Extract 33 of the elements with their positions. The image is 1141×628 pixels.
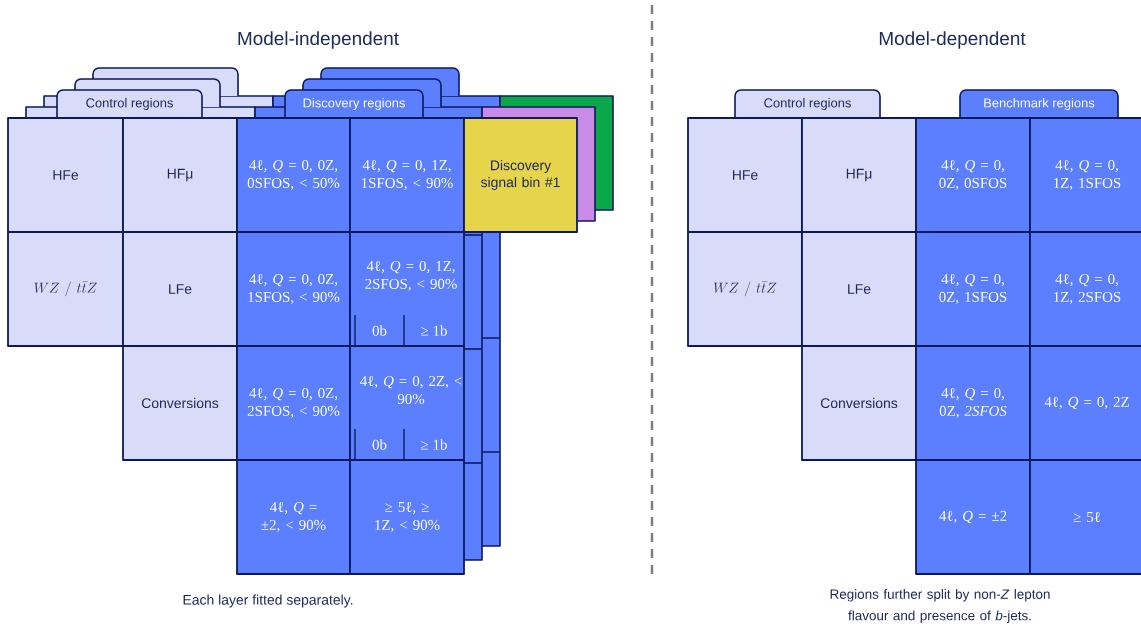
region-cell: 4ℓ, Q = 0, 2Z <box>1029 345 1141 461</box>
sub-cell: 0b <box>354 314 387 347</box>
region-tab: Control regions <box>734 89 881 119</box>
region-cell: 4ℓ, Q = 0, 1Z, 2SFOS <box>1029 231 1141 347</box>
node-label: 4ℓ, Q = 0, 2Z <box>1044 396 1129 410</box>
node-label: ≥ 5ℓ <box>1073 511 1101 523</box>
region-tab: Control regions <box>56 89 203 119</box>
region-cell: LFe <box>801 231 917 347</box>
region-cell: 4ℓ, Q = 0, 0Z, 1SFOS, < 90% <box>236 231 351 347</box>
region-cell: Conversions <box>801 345 917 461</box>
region-cell: 4ℓ, Q = ±2, < 90% <box>236 459 351 575</box>
region-cell: Conversions <box>122 345 238 461</box>
region-cell: 4ℓ, Q = 0, 0Z, 2SFOS <box>915 345 1031 461</box>
sub-cell: ≥ 1b <box>403 428 447 461</box>
region-cell: 4ℓ, Q = 0, 0Z, 2SFOS, < 90% <box>236 345 351 461</box>
region-cell: $WZ\ /\ t\bar{t}Z$ <box>687 231 803 347</box>
region-cell: $WZ\ /\ t\bar{t}Z$ <box>7 231 124 347</box>
sub-cell: ≥ 1b <box>403 314 447 347</box>
node-label: 4ℓ, Q = 0, 1Z, 2SFOS <box>1054 273 1121 305</box>
region-cell: LFe <box>122 231 238 347</box>
region-tab: Benchmark regions <box>959 89 1119 119</box>
region-tab: Discovery regions <box>284 89 424 119</box>
note: Regions further split by non-Z lepton flavour and presence of b-jets. <box>830 589 1050 623</box>
heading: Model-dependent <box>879 31 1026 49</box>
region-cell: ≥ 5ℓ <box>1029 459 1141 575</box>
note: Each layer fitted separately. <box>183 594 353 608</box>
region-cell: 4ℓ, Q = 0, 0Z, 1SFOS <box>915 231 1031 347</box>
heading: Model-independent <box>238 31 399 49</box>
sub-cell: 0b <box>354 428 387 461</box>
node-label: 4ℓ, Q = 0, 1Z, 1SFOS <box>1054 159 1121 191</box>
region-cell: Discovery signal bin #1 <box>463 117 578 233</box>
region-cell: 4ℓ, Q = ±2 <box>915 459 1031 575</box>
region-cell: ≥ 5ℓ, ≥ 1Z, < 90% <box>349 459 465 575</box>
